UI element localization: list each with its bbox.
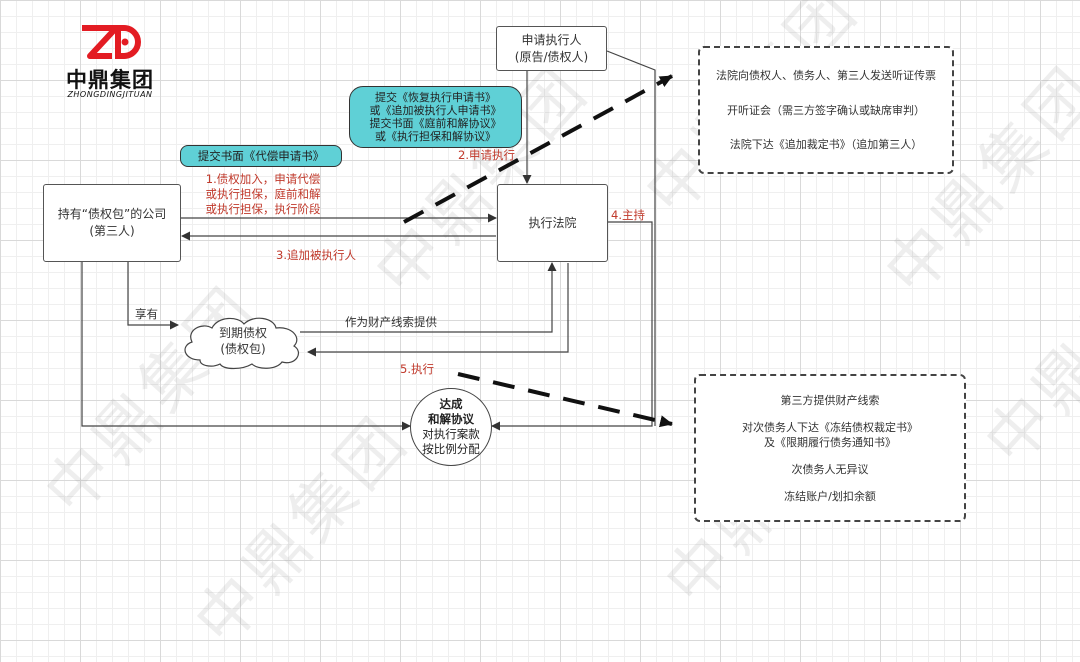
info-execution-line5: 冻结账户/划扣余额	[784, 489, 876, 503]
node-receivable[interactable]: 到期债权 (债权包)	[176, 312, 310, 372]
node-court[interactable]: 执行法院	[497, 184, 608, 262]
info-hearing-line1: 法院向债权人、债务人、第三人发送听证传票	[716, 68, 936, 82]
node-court-label: 执行法院	[528, 215, 577, 230]
pill-recover-line3: 提交书面《庭前和解协议》	[369, 117, 502, 130]
pill-recover-application[interactable]: 提交《恢复执行申请书》 或《追加被执行人申请书》 提交书面《庭前和解协议》 或《…	[349, 86, 522, 148]
diagram-connectors	[81, 50, 673, 431]
info-box-execution: 第三方提供财产线索 对次债务人下达《冻结债权裁定书》 及《限期履行债务通知书》 …	[694, 374, 966, 522]
node-settlement[interactable]: 达成 和解协议 对执行案款 按比例分配	[410, 388, 492, 466]
pill-recover-line2: 或《追加被执行人申请书》	[369, 104, 502, 117]
node-company-line2: (第三人)	[89, 224, 135, 238]
pill-compensation-application[interactable]: 提交书面《代偿申请书》	[180, 145, 342, 167]
dashed-arrow-to-execution	[457, 372, 673, 428]
logo-brand-en: ZHONGDINGJITUAN	[67, 90, 153, 99]
info-hearing-line3: 法院下达《追加裁定书》（追加第三人）	[729, 138, 923, 152]
label-step1-line2: 或执行担保，庭前和解	[205, 187, 321, 201]
label-step2: 2.申请执行	[458, 148, 515, 162]
label-enjoy: 享有	[135, 307, 158, 321]
logo-brand-cn: 中鼎集团	[66, 68, 154, 92]
logo-mark-icon	[82, 25, 141, 59]
label-step4: 4.主持	[611, 208, 645, 222]
label-step1: 1.债权加入，申请代偿 或执行担保，庭前和解 或执行担保，执行阶段	[198, 172, 328, 217]
node-settlement-line3: 对执行案款	[422, 427, 480, 441]
node-applicant-line2: (原告/债权人)	[514, 49, 589, 64]
logo: 中鼎集团 ZHONGDINGJITUAN	[60, 22, 160, 102]
node-settlement-title1: 达成	[439, 397, 463, 411]
label-step1-line3: 或执行担保，执行阶段	[205, 202, 321, 216]
node-company[interactable]: 持有“债权包”的公司 (第三人)	[43, 184, 181, 262]
dashed-arrow-to-hearing	[403, 74, 673, 224]
node-applicant[interactable]: 申请执行人 (原告/债权人)	[496, 26, 607, 71]
node-company-line1: 持有“债权包”的公司	[57, 207, 167, 221]
pill-recover-line4: 或《执行担保和解协议》	[375, 130, 496, 143]
edge-applicant-side	[606, 50, 656, 426]
label-step3: 3.追加被执行人	[276, 248, 356, 262]
pill-recover-line1: 提交《恢复执行申请书》	[375, 91, 496, 104]
node-applicant-line1: 申请执行人	[521, 32, 582, 47]
node-receivable-line1: 到期债权	[218, 326, 267, 340]
info-execution-line4: 次债务人无异议	[791, 462, 869, 476]
label-step1-line1: 1.债权加入，申请代偿	[205, 172, 321, 186]
edge-company-enjoy	[127, 262, 179, 330]
info-box-hearing: 法院向债权人、债务人、第三人发送听证传票 开听证会（需三方签字确认或缺席审判） …	[698, 46, 954, 174]
node-settlement-title2: 和解协议	[428, 412, 474, 426]
label-step5: 5.执行	[400, 362, 434, 376]
edge-court-preside	[491, 221, 653, 431]
info-execution-line1: 第三方提供财产线索	[780, 393, 880, 407]
edge-court-execute	[307, 263, 569, 357]
label-provide-clue: 作为财产线索提供	[345, 315, 437, 329]
info-execution-line3: 及《限期履行债务通知书》	[764, 435, 896, 449]
info-execution-line2: 对次债务人下达《冻结债权裁定书》	[742, 420, 918, 434]
pill-compensation-label: 提交书面《代偿申请书》	[197, 148, 325, 163]
cloud-shape-icon	[184, 317, 299, 370]
info-hearing-line2: 开听证会（需三方签字确认或缺席审判）	[727, 103, 925, 117]
node-settlement-line4: 按比例分配	[422, 442, 480, 456]
node-receivable-line2: (债权包)	[220, 342, 266, 356]
edge-company-settlement	[81, 262, 411, 431]
edge-receivable-clue	[300, 262, 557, 333]
